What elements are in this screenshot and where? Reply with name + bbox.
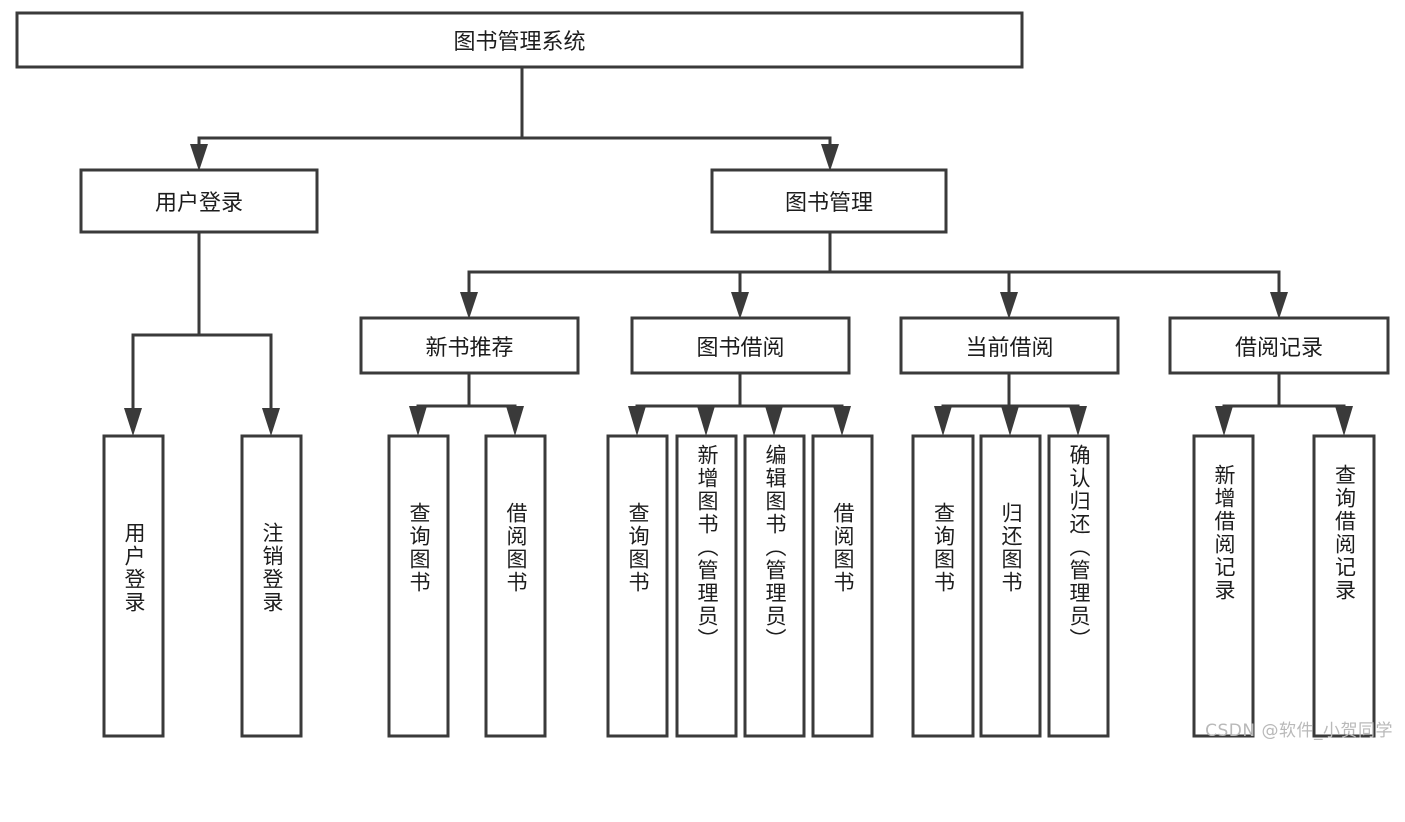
node-leaf-box-new-book-1[interactable] bbox=[387, 434, 450, 738]
arrow-borrow-record-leaf-1 bbox=[1215, 406, 1233, 436]
arrow-borrow-record-leaf-2 bbox=[1335, 406, 1353, 436]
arrow-to-book-borrow bbox=[731, 292, 749, 319]
node-leaf-box-current-borrow-3[interactable] bbox=[1047, 434, 1110, 738]
node-leaf-box-book-borrow-4[interactable] bbox=[811, 434, 874, 738]
arrow-book-borrow-leaf-2 bbox=[697, 406, 715, 436]
arrow-book-borrow-leaf-1 bbox=[628, 406, 646, 436]
arrow-user-login-leaf-1 bbox=[124, 408, 142, 436]
arrow-to-current-borrow bbox=[1000, 292, 1018, 319]
node-new-book-box[interactable] bbox=[359, 316, 580, 375]
node-leaf-box-book-borrow-3[interactable] bbox=[743, 434, 806, 738]
node-root-box[interactable] bbox=[15, 11, 1024, 69]
node-leaf-box-user-login-1[interactable] bbox=[102, 434, 165, 738]
node-layer bbox=[15, 11, 1390, 738]
diagram-canvas: 图书管理系统 用户登录 图书管理 新书推荐 图书借阅 当前借阅 借阅记录 用户登… bbox=[15, 11, 1393, 741]
node-book-borrow-box[interactable] bbox=[630, 316, 851, 375]
node-leaf-box-current-borrow-1[interactable] bbox=[911, 434, 975, 738]
arrow-book-borrow-leaf-4 bbox=[833, 406, 851, 436]
arrow-to-borrow-record bbox=[1270, 292, 1288, 319]
arrow-new-book-leaf-2 bbox=[506, 406, 524, 436]
node-leaf-box-current-borrow-2[interactable] bbox=[979, 434, 1042, 738]
node-leaf-box-book-borrow-1[interactable] bbox=[606, 434, 669, 738]
arrow-current-borrow-leaf-1 bbox=[934, 406, 952, 436]
node-leaf-box-borrow-record-2[interactable] bbox=[1312, 434, 1376, 738]
node-leaf-box-user-login-2[interactable] bbox=[240, 434, 303, 738]
arrow-user-login-leaf-2 bbox=[262, 408, 280, 436]
node-leaf-box-borrow-record-1[interactable] bbox=[1192, 434, 1255, 738]
node-book-manage-box[interactable] bbox=[710, 168, 948, 234]
arrow-to-new-book bbox=[460, 292, 478, 319]
node-current-borrow-box[interactable] bbox=[899, 316, 1120, 375]
arrow-current-borrow-leaf-2 bbox=[1001, 406, 1019, 436]
diagram-svg bbox=[15, 11, 1390, 738]
connector-layer bbox=[124, 65, 1353, 436]
node-leaf-box-new-book-2[interactable] bbox=[484, 434, 547, 738]
arrow-current-borrow-leaf-3 bbox=[1069, 406, 1087, 436]
node-user-login-box[interactable] bbox=[79, 168, 319, 234]
node-borrow-record-box[interactable] bbox=[1168, 316, 1390, 375]
watermark: CSDN @软件_小贺同学 bbox=[1205, 721, 1393, 741]
arrow-to-user-login bbox=[190, 144, 208, 171]
node-leaf-box-book-borrow-2[interactable] bbox=[675, 434, 738, 738]
arrow-book-borrow-leaf-3 bbox=[765, 406, 783, 436]
arrow-new-book-leaf-1 bbox=[409, 406, 427, 436]
arrow-to-book-manage bbox=[821, 144, 839, 171]
